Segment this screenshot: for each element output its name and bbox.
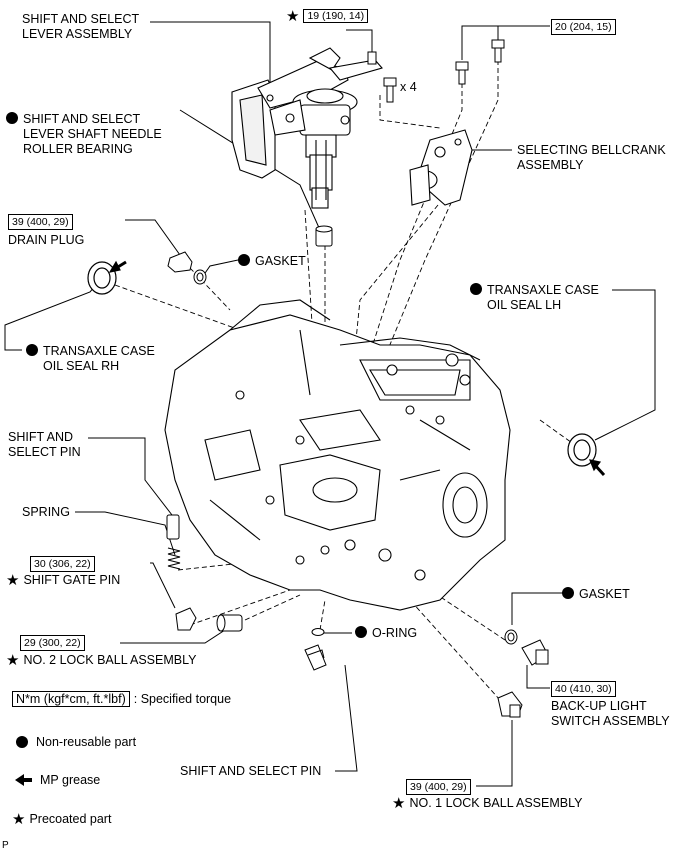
label-oil-seal-rh: TRANSAXLE CASE OIL SEAL RH (43, 344, 155, 373)
oil-seal-lh-illustration (567, 433, 606, 477)
label-no1-lock-ball-group: ★NO. 1 LOCK BALL ASSEMBLY (392, 796, 582, 811)
label-shift-select-pin-bottom: SHIFT AND SELECT PIN (180, 764, 322, 778)
pins-left-illustration (166, 514, 243, 632)
transaxle-case-illustration (164, 299, 511, 611)
legend-torque-text: : Specified torque (133, 692, 232, 706)
legend-mp-grease: MP grease (40, 773, 101, 787)
leader-gasket-top (202, 259, 239, 277)
label-backup-light-switch: BACK-UP LIGHT SWITCH ASSEMBLY (551, 699, 670, 728)
label-needle-bearing: SHIFT AND SELECT LEVER SHAFT NEEDLE ROLL… (23, 112, 162, 156)
leader-oil-seal-lh (594, 289, 656, 441)
leader-spring (75, 511, 176, 556)
non-reusable-icon (16, 736, 28, 748)
leader-torque-40 (526, 665, 550, 689)
dash-lever-bolt (379, 95, 441, 129)
bolts-illustration (367, 39, 505, 103)
dash-shift-gate (189, 589, 291, 626)
precoated-star-icon: ★ (6, 652, 20, 669)
dash-backup-switch (429, 589, 506, 641)
shift-select-lever-illustration (231, 47, 383, 209)
non-reusable-dot-icon (562, 587, 574, 599)
label-spring: SPRING (22, 505, 70, 519)
legend-torque: N*m (kgf*cm, ft.*lbf): Specified torque (12, 691, 232, 707)
label-oil-seal-rh-group: TRANSAXLE CASE OIL SEAL RH (26, 344, 155, 374)
leader-drain-plug (125, 219, 181, 256)
leader-shift-lever (150, 21, 271, 85)
torque-20: 20 (204, 15) (551, 19, 616, 35)
leader-torque-29 (120, 629, 226, 644)
precoated-star-icon: ★ (6, 572, 20, 589)
dash-o-ring (319, 599, 326, 631)
dash-oil-seal-lh (539, 419, 576, 446)
non-reusable-dot-icon (6, 112, 18, 124)
label-no1-lock-ball: NO. 1 LOCK BALL ASSEMBLY (409, 796, 583, 810)
label-shift-select-lever-assembly: SHIFT AND SELECT LEVER ASSEMBLY (22, 12, 140, 41)
torque-29: 29 (300, 22) (20, 635, 85, 651)
leader-torque-19 (346, 29, 373, 52)
leader-torque-20a (497, 25, 550, 42)
assembly-dashed-lines (114, 60, 576, 701)
torque-19-group: ★19 (190, 14) (286, 8, 369, 25)
torque-39-drain: 39 (400, 29) (8, 214, 73, 230)
legend-icons (15, 736, 32, 786)
label-drain-plug: DRAIN PLUG (8, 233, 85, 247)
legend-precoated: ★Precoated part (12, 812, 111, 827)
label-shift-select-pin-left: SHIFT AND SELECT PIN (8, 430, 81, 459)
leader-torque-30 (150, 562, 176, 609)
leader-pin-bottom (335, 664, 358, 772)
torque-40: 40 (410, 30) (551, 681, 616, 697)
label-gasket-top: GASKET (255, 254, 306, 268)
label-o-ring: O-RING (372, 626, 418, 640)
backup-switch-illustration (504, 629, 549, 666)
needle-bearing-illustration (315, 225, 333, 247)
dash-lever-shaft (304, 209, 319, 421)
dash-bellcrank (349, 204, 439, 401)
precoated-star-icon: ★ (12, 811, 26, 828)
label-no2-lock-ball-group: ★NO. 2 LOCK BALL ASSEMBLY (6, 653, 196, 668)
label-x4: x 4 (400, 80, 417, 94)
leader-torque-39-lock (476, 720, 513, 787)
leader-bearing (179, 109, 321, 231)
label-selecting-bellcrank: SELECTING BELLCRANK ASSEMBLY (517, 143, 666, 172)
leader-lines (4, 21, 656, 787)
bellcrank-illustration (409, 129, 473, 206)
precoated-star-icon: ★ (392, 795, 406, 812)
mp-grease-arrow-icon (15, 774, 32, 786)
label-needle-bearing-group: SHIFT AND SELECT LEVER SHAFT NEEDLE ROLL… (6, 112, 162, 157)
label-gasket-bottom: GASKET (579, 587, 630, 601)
label-shift-gate-pin-group: ★SHIFT GATE PIN (6, 573, 120, 588)
dash-no2-lock (244, 594, 301, 621)
legend-non-reusable: Non-reusable part (36, 735, 137, 749)
label-no2-lock-ball: NO. 2 LOCK BALL ASSEMBLY (23, 653, 197, 667)
non-reusable-dot-icon (238, 254, 250, 266)
dash-no1-lock (409, 599, 501, 701)
leader-shift-select-pin (88, 437, 173, 516)
dash-bolt-b (364, 60, 499, 406)
non-reusable-dot-icon (355, 626, 367, 638)
non-reusable-dot-icon (470, 283, 482, 295)
legend-torque-box: N*m (kgf*cm, ft.*lbf) (12, 691, 130, 707)
oil-seal-rh-illustration (87, 260, 127, 295)
leader-gasket-bottom (511, 592, 573, 625)
non-reusable-dot-icon (26, 344, 38, 356)
corner-mark: P (2, 840, 9, 851)
label-shift-gate-pin: SHIFT GATE PIN (23, 573, 121, 587)
leader-oil-seal-rh (4, 279, 101, 351)
drain-plug-illustration (167, 251, 207, 285)
leader-torque-20b (461, 25, 498, 60)
label-oil-seal-lh: TRANSAXLE CASE OIL SEAL LH (487, 283, 599, 312)
no1-lock-ball-illustration (497, 691, 523, 718)
label-o-ring-group: O-RING (355, 626, 417, 641)
pins-bottom-illustration (304, 628, 327, 671)
label-gasket-bottom-group: GASKET (562, 587, 630, 602)
label-oil-seal-lh-group: TRANSAXLE CASE OIL SEAL LH (470, 283, 599, 313)
precoated-star-icon: ★ (286, 8, 300, 25)
label-gasket-top-group: GASKET (238, 254, 306, 269)
torque-19: 19 (190, 14) (303, 9, 369, 23)
legend-precoated-text: Precoated part (29, 812, 112, 826)
torque-30: 30 (306, 22) (30, 556, 95, 572)
torque-39-lock: 39 (400, 29) (406, 779, 471, 795)
